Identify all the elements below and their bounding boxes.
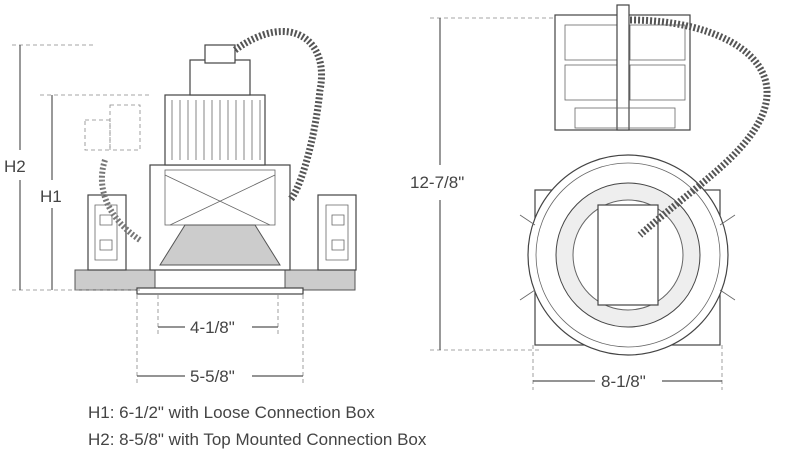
loose-connection-box	[109, 104, 141, 151]
flex-conduit	[232, 28, 325, 203]
trim-dimension: 5-5/8"	[190, 367, 235, 386]
legend-h2-note: H2: 8-5/8" with Top Mounted Connection B…	[88, 430, 427, 449]
h2-label: H2	[4, 157, 26, 176]
aperture-dimension: 4-1/8"	[190, 318, 235, 337]
width-dimension: 8-1/8"	[601, 372, 646, 391]
flex-conduit-top	[629, 16, 771, 238]
ceiling-section-right	[284, 269, 356, 291]
ceiling-section-left	[74, 269, 156, 291]
reflector	[159, 224, 281, 266]
side-view	[74, 28, 357, 295]
height-dimension: 12-7/8"	[410, 173, 464, 192]
top-connection-box	[189, 59, 251, 96]
legend-h1-note: H1: 6-1/2" with Loose Connection Box	[88, 403, 375, 422]
bracket-left	[87, 194, 127, 271]
h1-label: H1	[40, 187, 62, 206]
bracket-right	[317, 194, 357, 271]
heat-sink	[164, 94, 266, 166]
trim-ring	[136, 287, 304, 295]
top-view	[519, 4, 771, 356]
